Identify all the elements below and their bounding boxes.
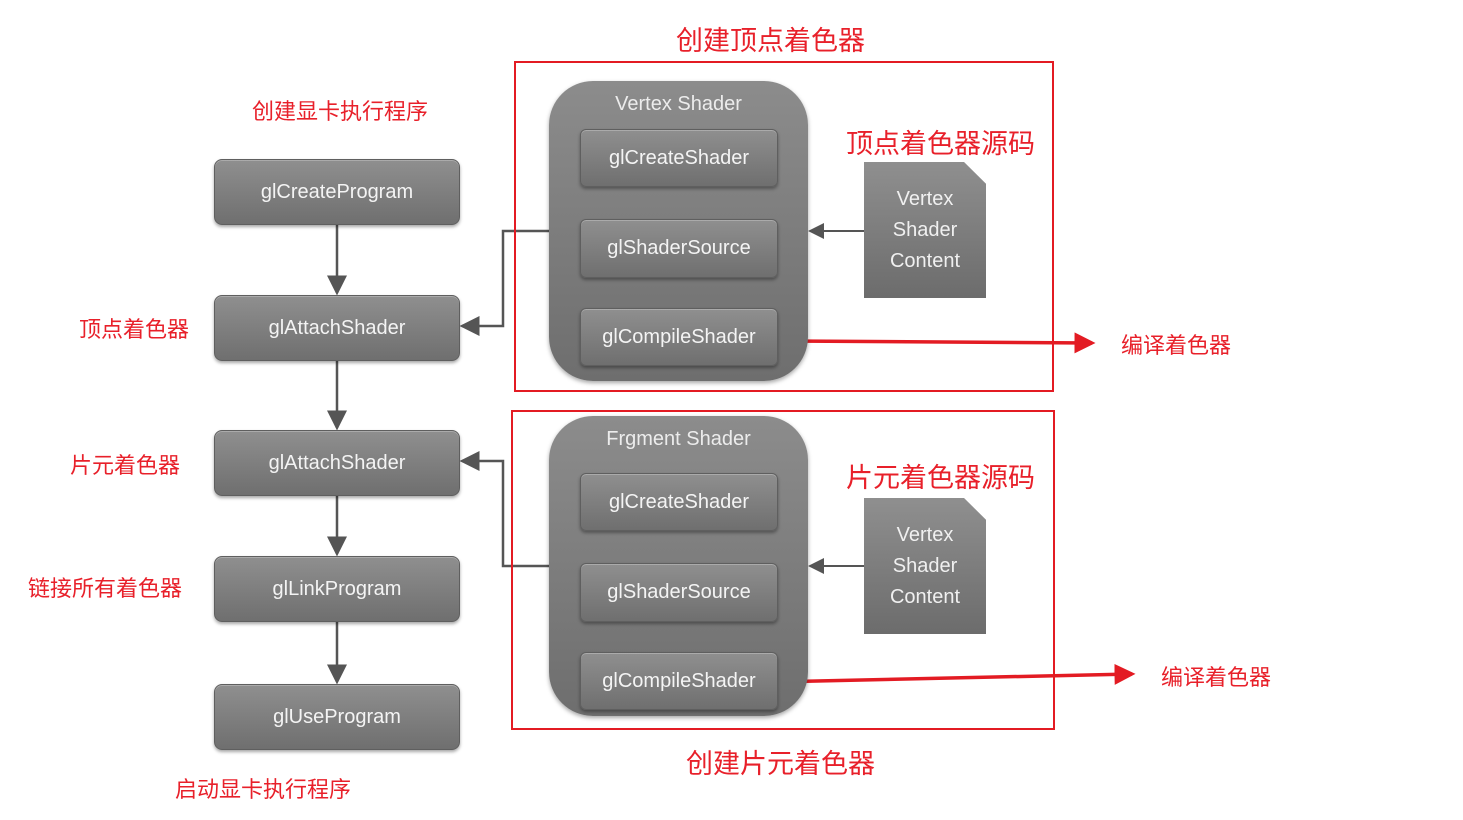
arrow-fragment-to-attach: [459, 451, 550, 568]
node-label: glAttachShader: [268, 316, 406, 339]
fragment-source-label: 片元着色器源码: [846, 463, 1035, 494]
annotation-create-program: 创建显卡执行程序: [252, 100, 429, 125]
annotation-attach-vertex: 顶点着色器: [79, 318, 190, 343]
node-label: glShaderSource: [607, 237, 751, 259]
gl-attach-vertex-shader-node: glAttachShader: [214, 295, 460, 361]
node-label: glCompileShader: [602, 669, 756, 692]
fragment-gl-compile-shader-node: glCompileShader: [580, 652, 778, 710]
node-label: glUseProgram: [273, 705, 401, 728]
node-label: glCompileShader: [602, 325, 756, 348]
fragment-compile-label: 编译着色器: [1161, 666, 1272, 691]
doc-line: Shader: [892, 218, 958, 241]
fragment-gl-create-shader-node: glCreateShader: [580, 473, 778, 531]
fragment-shader-frame: [511, 410, 1055, 730]
node-label: glCreateShader: [608, 490, 750, 513]
node-label: glCreateProgram: [260, 180, 414, 203]
vertex-frame-label: 创建顶点着色器: [676, 26, 865, 57]
doc-line: Vertex: [896, 187, 954, 210]
node-label: glCreateShader: [608, 146, 750, 169]
doc-line: Content: [889, 249, 961, 272]
node-label: glShaderSource: [607, 581, 751, 603]
doc-line: Shader: [892, 554, 958, 577]
annotation-attach-fragment: 片元着色器: [70, 454, 181, 479]
vertex-source-label: 顶点着色器源码: [846, 129, 1035, 160]
gl-link-program-node: glLinkProgram: [214, 556, 460, 622]
node-label: glAttachShader: [268, 451, 406, 474]
vertex-compile-label: 编译着色器: [1121, 334, 1232, 359]
gl-use-program-node: glUseProgram: [214, 684, 460, 750]
vertex-group-title: Vertex Shader: [615, 93, 742, 115]
fragment-gl-shader-source-node: glShaderSource: [580, 563, 778, 622]
annotation-use: 启动显卡执行程序: [175, 778, 352, 803]
annotation-link: 链接所有着色器: [28, 577, 183, 602]
vertex-shader-frame: [514, 61, 1054, 392]
vertex-shader-content-doc-icon: Vertex Shader Content: [864, 162, 986, 298]
vertex-gl-compile-shader-node: glCompileShader: [580, 308, 778, 366]
arrow-vertex-to-attach: [459, 229, 550, 336]
doc-line: Content: [889, 585, 961, 608]
node-label: glLinkProgram: [272, 577, 402, 600]
red-arrow-vertex-compile: [785, 332, 1096, 354]
fragment-group-title: Frgment Shader: [606, 428, 751, 450]
vertex-gl-shader-source-node: glShaderSource: [580, 219, 778, 278]
gl-create-program-node: glCreateProgram: [214, 159, 460, 225]
fragment-shader-content-doc-icon: Vertex Shader Content: [864, 498, 986, 634]
fragment-frame-label: 创建片元着色器: [686, 749, 875, 780]
gl-attach-fragment-shader-node: glAttachShader: [214, 430, 460, 496]
red-arrow-fragment-compile: [771, 663, 1136, 685]
doc-line: Vertex: [896, 523, 954, 546]
vertex-gl-create-shader-node: glCreateShader: [580, 129, 778, 187]
